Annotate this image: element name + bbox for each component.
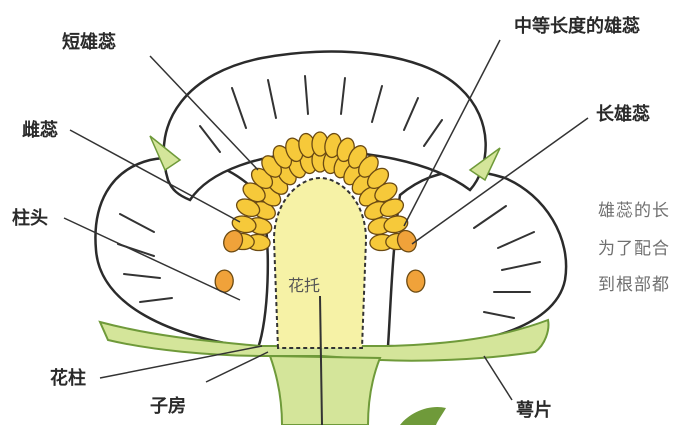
label-short-stamen: 短雄蕊	[62, 28, 116, 54]
side-text-line-1: 雄蕊的长	[598, 196, 670, 221]
label-receptacle: 花托	[288, 272, 320, 296]
side-text-line-3: 到根部都	[598, 270, 670, 295]
label-style: 花柱	[50, 364, 86, 390]
label-sepal: 萼片	[516, 396, 552, 422]
side-text-line-2: 为了配合	[598, 234, 670, 259]
label-medium-stamen: 中等长度的雄蕊	[514, 12, 640, 38]
label-stigma: 柱头	[12, 204, 48, 230]
label-long-stamen: 长雄蕊	[596, 100, 650, 126]
label-pistil: 雌蕊	[22, 116, 58, 142]
stem	[270, 356, 380, 425]
leaf-icon	[400, 407, 446, 425]
label-ovary: 子房	[150, 392, 186, 418]
anther	[406, 270, 425, 293]
